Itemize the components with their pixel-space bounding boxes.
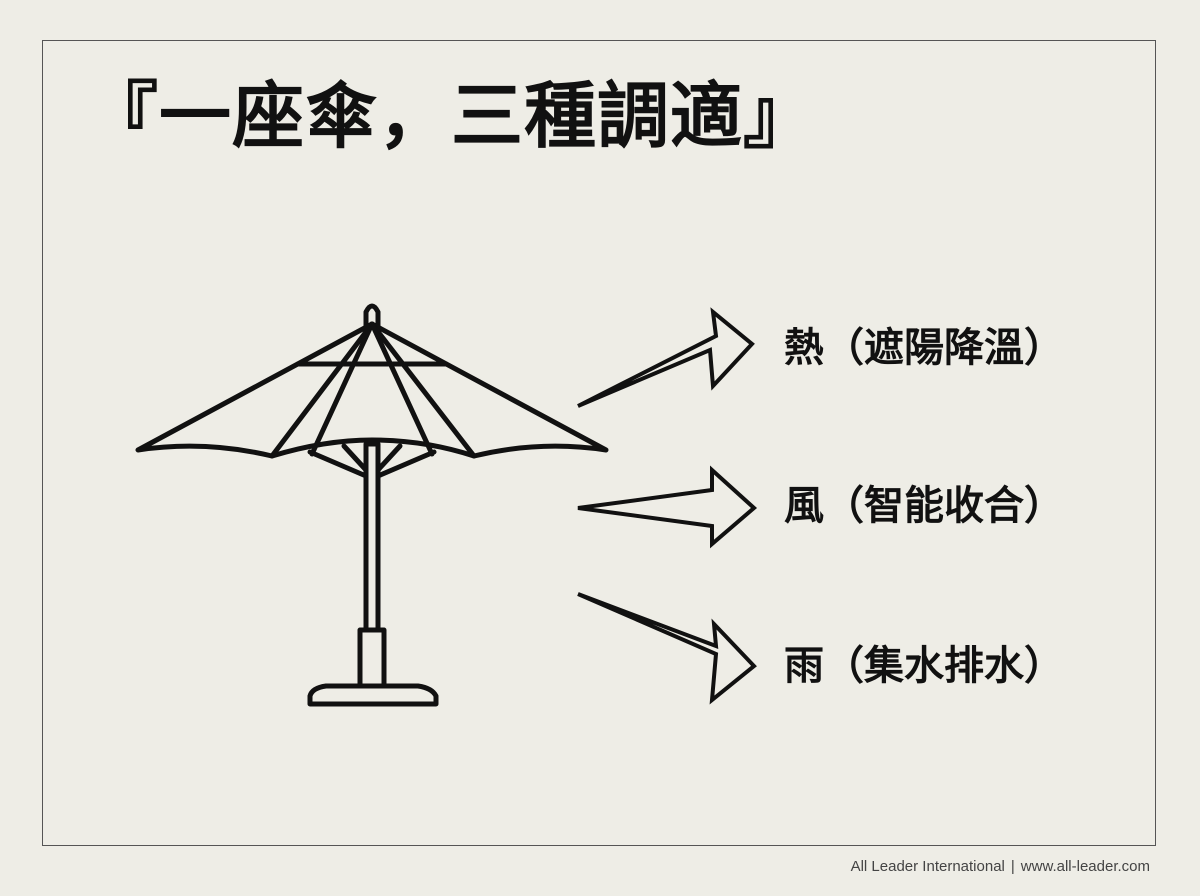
footer-website[interactable]: www.all-leader.com [1020, 858, 1150, 875]
content-frame [42, 40, 1156, 846]
arrows [577, 307, 758, 705]
label-wind: 風（智能收合） [784, 483, 1064, 529]
footer-separator: | [1010, 858, 1015, 875]
footer-company: All Leader International [850, 858, 1005, 875]
arrow-heat-icon [577, 307, 755, 408]
umbrella-icon [135, 303, 609, 707]
page-title: 『一座傘，三種調適』 [86, 74, 817, 158]
arrow-rain-icon [577, 592, 757, 705]
footer: All Leader International | www.all-leader.… [851, 858, 1150, 875]
label-heat: 熱（遮陽降溫） [784, 325, 1064, 371]
label-rain: 雨（集水排水） [784, 643, 1064, 689]
arrow-wind-icon [577, 465, 758, 549]
